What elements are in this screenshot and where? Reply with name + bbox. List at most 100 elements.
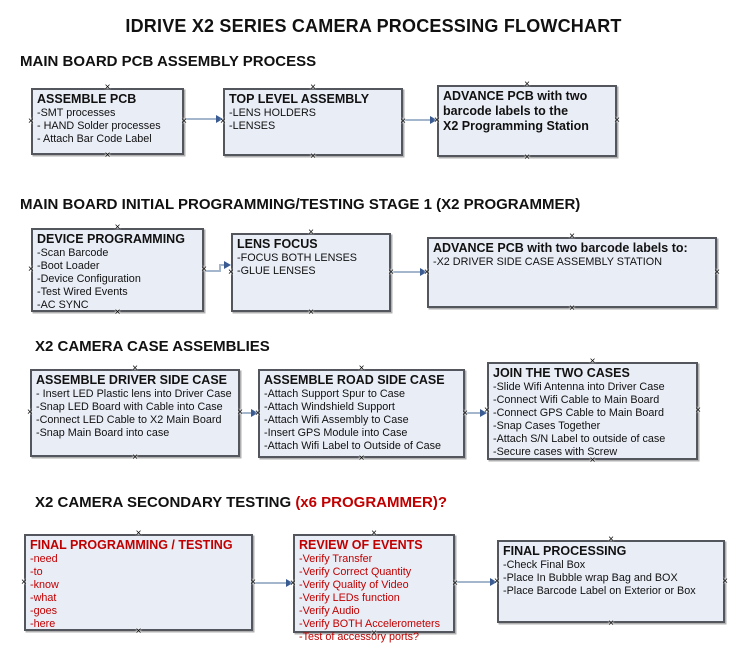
connection-point-icon: × [524, 79, 530, 90]
box-lines: -Slide Wifi Antenna into Driver Case-Con… [493, 381, 693, 459]
box-line: -Verify Audio [299, 605, 360, 617]
box-title: LENS FOCUS [237, 237, 318, 251]
box-line: -what [30, 592, 57, 604]
flow-box-lens-focus: LENS FOCUS -FOCUS BOTH LENSES-GLUE LENSE… [228, 228, 394, 318]
arrowhead-icon [286, 579, 293, 587]
connection-point-icon: × [28, 264, 34, 275]
box-lines: barcode labels to the X2 Programming Sta… [443, 104, 612, 134]
box-line: barcode labels to the [443, 104, 569, 118]
flow-connector-arrow [466, 409, 487, 417]
box-lines: -Verify Transfer-Verify Correct Quantity… [299, 553, 450, 644]
connection-point-icon: × [714, 266, 720, 278]
box-line: -Connect Wifi Cable to Main Board [493, 394, 660, 406]
connector-line [219, 264, 221, 272]
box-line: -Attach Support Spur to Case [264, 388, 406, 400]
section-heading-pcb-assembly: MAIN BOARD PCB ASSEMBLY PROCESS [20, 53, 316, 70]
box-line: - HAND Solder processes [37, 120, 161, 132]
box-line: -Connect LED Cable to X2 Main Board [36, 414, 222, 426]
connection-point-icon: × [722, 575, 728, 587]
box-line: - Insert LED Plastic lens into Driver Ca… [36, 388, 232, 400]
connector-line [219, 264, 225, 266]
box-line: -Secure cases with Screw [493, 446, 618, 458]
section-heading-text: X2 CAMERA SECONDARY TESTING [35, 494, 296, 511]
box-line: -SMT processes [37, 107, 116, 119]
connection-point-icon: × [358, 453, 365, 464]
box-title: JOIN THE TWO CASES [493, 366, 630, 380]
flow-box-review-of-events: REVIEW OF EVENTS -Verify Transfer-Verify… [290, 529, 458, 644]
connection-point-icon: × [310, 82, 316, 93]
box-line: -Place In Bubble wrap Bag and BOX [503, 572, 678, 584]
connection-point-icon: × [608, 534, 614, 545]
flow-connector-arrow [456, 578, 497, 586]
arrowhead-icon [224, 261, 231, 269]
box-line: -Verify Transfer [299, 553, 373, 565]
box-line: -Insert GPS Module into Case [264, 427, 408, 439]
connection-point-icon: × [28, 115, 34, 127]
connection-point-icon: × [308, 307, 314, 318]
box-lines: - Insert LED Plastic lens into Driver Ca… [36, 388, 235, 440]
flow-connector-elbow-arrow [205, 261, 231, 274]
section-heading-text: MAIN BOARD INITIAL PROGRAMMING/TESTING S… [20, 196, 581, 213]
connector-line [456, 581, 490, 583]
connection-point-icon: × [608, 618, 614, 629]
connection-point-icon: × [27, 407, 33, 418]
box-line: -Test of accessory ports? [299, 631, 420, 643]
connection-point-icon: × [614, 115, 620, 126]
box-line: - Attach Bar Code Label [37, 133, 152, 145]
flow-box-top-level-assembly: TOP LEVEL ASSEMBLY -LENS HOLDERS-LENSES … [220, 83, 406, 162]
flow-box-assemble-driver-side-case: ASSEMBLE DRIVER SIDE CASE - Insert LED P… [27, 364, 243, 463]
connector-line [392, 271, 420, 273]
arrowhead-icon [480, 409, 487, 417]
box-line: -here [30, 618, 56, 630]
flow-connector-arrow [185, 115, 223, 123]
box-line: -Snap Cases Together [493, 420, 601, 432]
box-line: -Check Final Box [503, 559, 586, 571]
connection-point-icon: × [569, 231, 575, 242]
connector-line [404, 119, 430, 121]
connection-point-icon: × [135, 528, 142, 539]
box-line: -Connect GPS Cable to Main Board [493, 407, 665, 419]
arrowhead-icon [420, 268, 427, 276]
box-line: -know [30, 579, 59, 591]
box-line: -Device Configuration [37, 273, 141, 285]
arrowhead-icon [216, 115, 223, 123]
box-lines: -FOCUS BOTH LENSES-GLUE LENSES [237, 252, 386, 278]
connection-point-icon: × [132, 363, 138, 374]
flow-box-advance-pcb-programming-station: ADVANCE PCB with two barcode labels to t… [434, 80, 620, 163]
box-title: REVIEW OF EVENTS [299, 538, 423, 552]
box-lines: -X2 DRIVER SIDE CASE ASSEMBLY STATION [433, 256, 712, 269]
connection-point-icon: × [358, 363, 365, 374]
box-line: -Snap LED Board with Cable into Case [36, 401, 223, 413]
section-heading-text: X2 CAMERA CASE ASSEMBLIES [35, 338, 270, 355]
box-line: -Verify Quality of Video [299, 579, 409, 591]
flow-connector-arrow [392, 268, 427, 276]
box-lines: -Attach Support Spur to Case-Attach Wind… [264, 388, 460, 453]
flow-box-assemble-pcb: ASSEMBLE PCB -SMT processes- HAND Solder… [28, 83, 187, 161]
arrowhead-icon [490, 578, 497, 586]
box-line: -Attach Windshield Support [264, 401, 395, 413]
box-line: -Place Barcode Label on Exterior or Box [503, 585, 696, 597]
section-heading-initial-programming: MAIN BOARD INITIAL PROGRAMMING/TESTING S… [20, 196, 580, 213]
flow-box-advance-pcb-driver-side-station: ADVANCE PCB with two barcode labels to: … [424, 232, 720, 314]
connection-point-icon: × [371, 528, 377, 539]
box-line: -Attach Wifi Assembly to Case [264, 414, 409, 426]
section-heading-case-assemblies: X2 CAMERA CASE ASSEMBLIES [35, 338, 270, 355]
box-line: -LENS HOLDERS [229, 107, 316, 119]
connector-line [185, 118, 216, 120]
box-lines: -LENS HOLDERS-LENSES [229, 107, 398, 133]
section-heading-accent: (x6 PROGRAMMER)? [295, 494, 447, 511]
box-line: -X2 DRIVER SIDE CASE ASSEMBLY STATION [433, 256, 662, 268]
box-title: ASSEMBLE DRIVER SIDE CASE [36, 373, 228, 387]
box-line: -to [30, 566, 43, 578]
box-line: -need [30, 553, 58, 565]
box-line: -FOCUS BOTH LENSES [237, 252, 357, 264]
box-title: ADVANCE PCB with two barcode labels to: [433, 241, 688, 255]
flow-box-final-processing: FINAL PROCESSING -Check Final Box-Place … [494, 535, 728, 629]
connection-point-icon: × [114, 222, 121, 233]
box-lines: -SMT processes- HAND Solder processes- A… [37, 107, 179, 146]
box-title: DEVICE PROGRAMMING [37, 232, 185, 246]
section-heading-secondary-testing: X2 CAMERA SECONDARY TESTING (x6 PROGRAMM… [35, 494, 447, 511]
connection-point-icon: × [132, 452, 138, 463]
connection-point-icon: × [589, 356, 596, 367]
connection-point-icon: × [569, 303, 575, 314]
